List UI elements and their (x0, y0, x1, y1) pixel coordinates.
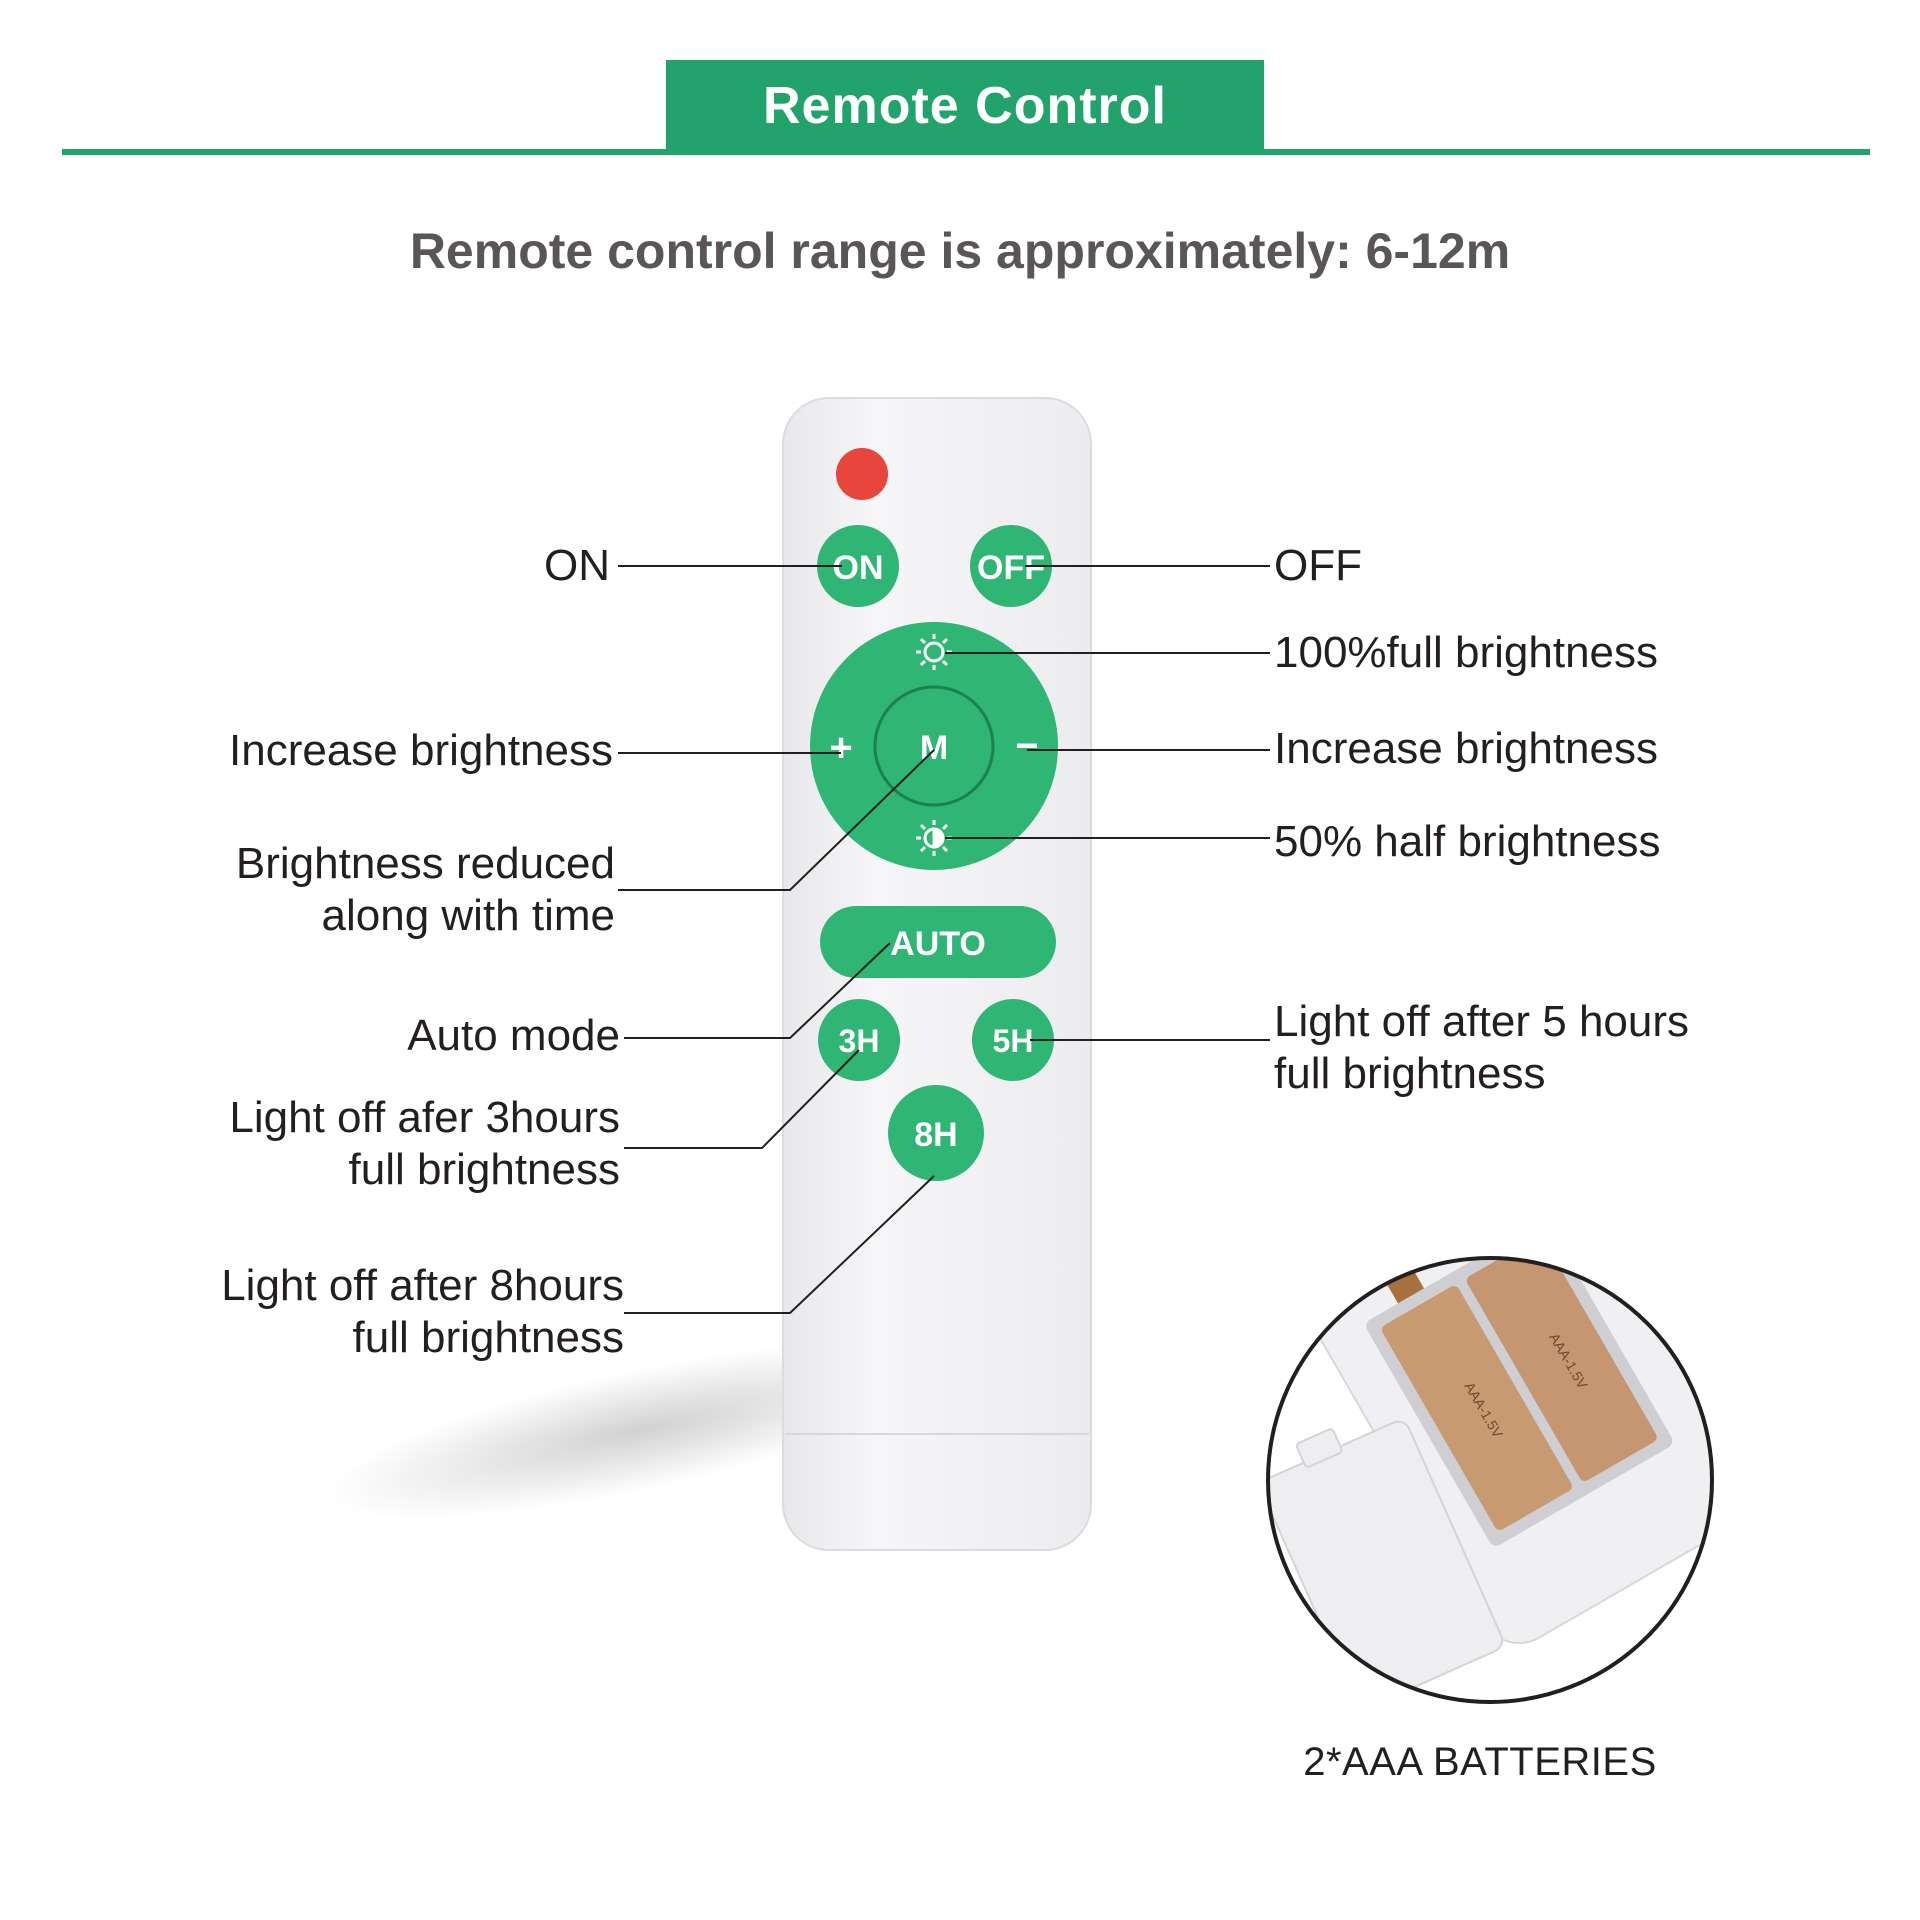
page-title: Remote Control (763, 77, 1167, 135)
timer-3h-button[interactable]: 3H (818, 999, 900, 1081)
callout-half-brightness: 50% half brightness (1274, 817, 1661, 866)
callout-8h-line1: Light off after 8hours (221, 1261, 624, 1310)
callout-off: OFF (1274, 541, 1362, 590)
off-button-label: OFF (977, 549, 1045, 587)
callout-5h-line1: Light off after 5 hours (1274, 997, 1690, 1046)
callout-reduced: Brightness reduced along with time (236, 838, 615, 942)
callout-3h-line1: Light off afer 3hours (229, 1093, 620, 1142)
minus-button-label[interactable]: − (1015, 724, 1038, 768)
power-led-indicator (836, 448, 888, 500)
leader-3h (624, 1049, 860, 1149)
header-underline (62, 149, 1870, 155)
callout-auto: Auto mode (407, 1011, 620, 1060)
callout-5h: Light off after 5 hours full brightness (1274, 996, 1689, 1100)
mode-button[interactable] (873, 685, 995, 807)
timer-8h-label: 8H (914, 1116, 957, 1154)
on-button[interactable]: ON (817, 525, 899, 607)
battery-caption: 2*AAA BATTERIES (1303, 1740, 1657, 1784)
timer-5h-button[interactable]: 5H (972, 999, 1054, 1081)
battery-slot-2 (1466, 1258, 1657, 1481)
timer-5h-label: 5H (993, 1023, 1034, 1059)
callout-3h: Light off afer 3hours full brightness (229, 1092, 620, 1196)
callout-reduced-line1: Brightness reduced (235, 839, 615, 888)
plus-button-label[interactable]: + (829, 726, 852, 770)
on-button-label: ON (833, 549, 884, 587)
callout-5h-line2: full brightness (1274, 1049, 1546, 1098)
leader-lines (618, 565, 1270, 1314)
callout-full-brightness: 100%full brightness (1274, 628, 1659, 677)
auto-button-label: AUTO (890, 925, 986, 963)
callout-reduced-line2: along with time (321, 891, 615, 940)
off-button[interactable]: OFF (970, 525, 1052, 607)
battery-inset-frame (1266, 1256, 1714, 1704)
battery-cover-tab (1295, 1428, 1343, 1468)
header-tab: Remote Control (666, 60, 1264, 152)
timer-8h-button[interactable]: 8H (888, 1085, 984, 1181)
leader-mode (618, 749, 935, 891)
auto-button[interactable]: AUTO (820, 906, 1056, 978)
battery-inset: AAA-1.5V AAA-1.5V (1268, 1258, 1712, 1702)
callout-increase-left: Increase brightness (229, 726, 613, 775)
battery-slot-1 (1381, 1285, 1572, 1530)
callout-8h: Light off after 8hours full brightness (221, 1260, 624, 1364)
range-subtitle: Remote control range is approximately: 6… (409, 223, 1511, 279)
timer-3h-label: 3H (839, 1023, 880, 1059)
leader-auto (624, 942, 891, 1039)
callout-3h-line2: full brightness (348, 1145, 620, 1194)
callout-increase-right: Increase brightness (1274, 724, 1658, 773)
callout-8h-line2: full brightness (352, 1313, 624, 1362)
leader-8h (624, 1175, 935, 1314)
mode-button-label: M (920, 729, 948, 767)
callout-on: ON (544, 541, 610, 590)
